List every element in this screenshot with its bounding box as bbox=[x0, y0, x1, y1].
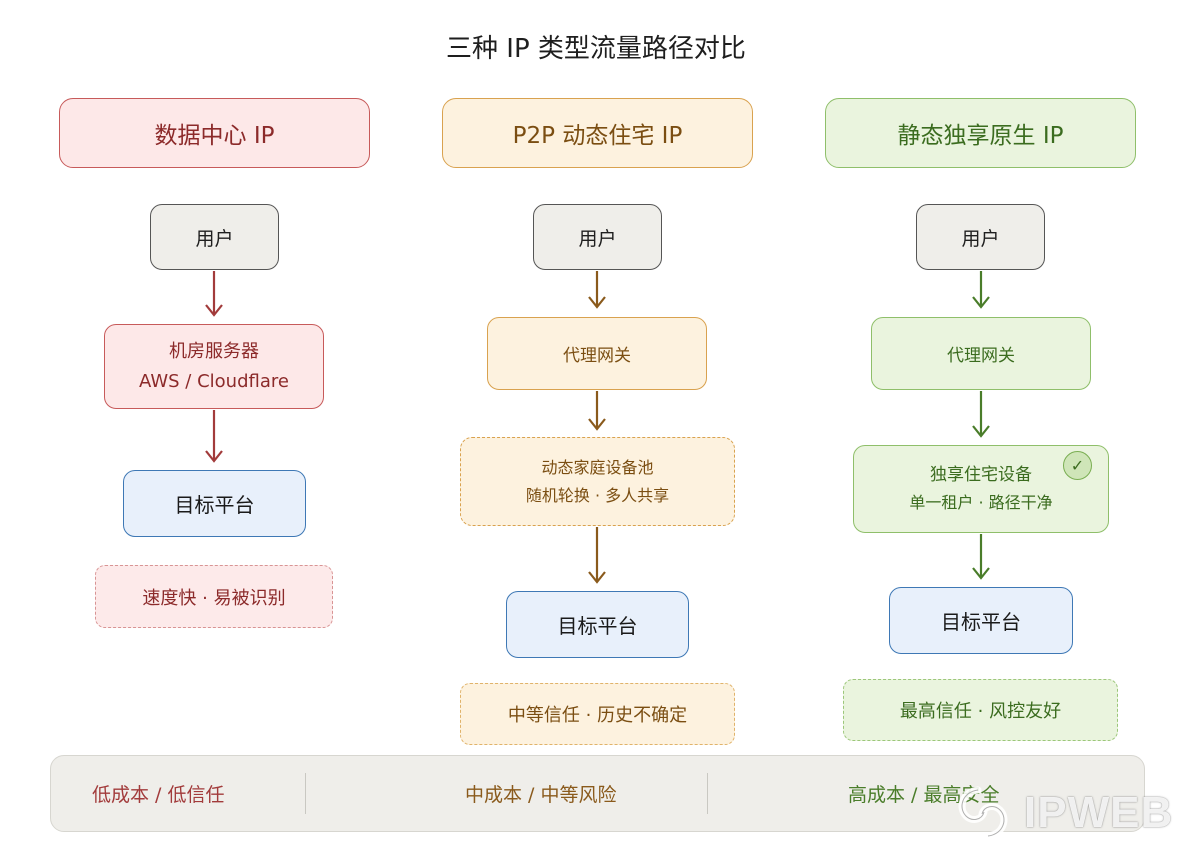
arrowhead bbox=[588, 418, 606, 431]
node-proxy-gateway-p2p: 代理网关 bbox=[487, 317, 707, 390]
node-user-datacenter: 用户 bbox=[150, 204, 279, 270]
node-target-label: 目标平台 bbox=[941, 610, 1021, 634]
node-server-room-sub: AWS / Cloudflare bbox=[139, 370, 289, 392]
node-device-pool-sub: 随机轮换 · 多人共享 bbox=[525, 485, 670, 505]
node-proxy-gateway-label: 代理网关 bbox=[563, 346, 631, 366]
diagram-title: 三种 IP 类型流量路径对比 bbox=[446, 34, 746, 64]
footer-divider bbox=[305, 773, 306, 814]
node-target-p2p: 目标平台 bbox=[506, 591, 689, 658]
footer-divider bbox=[707, 773, 708, 814]
node-user-label: 用户 bbox=[195, 227, 234, 250]
footer-item-low: 低成本 / 低信任 bbox=[92, 784, 225, 806]
watermark-logo-icon bbox=[958, 786, 1008, 840]
node-dynamic-device-pool: 动态家庭设备池 随机轮换 · 多人共享 bbox=[460, 437, 735, 526]
footer-item-mid: 中成本 / 中等风险 bbox=[465, 784, 617, 806]
note-datacenter-label: 速度快 · 易被识别 bbox=[142, 587, 286, 609]
node-proxy-gateway-static: 代理网关 bbox=[871, 317, 1091, 390]
node-user-label: 用户 bbox=[961, 227, 1000, 250]
arrowhead bbox=[972, 567, 990, 580]
arrows-datacenter bbox=[205, 271, 223, 463]
node-server-room-label: 机房服务器 bbox=[169, 340, 259, 362]
watermark-text: IPWEB bbox=[1024, 788, 1174, 837]
arrows-p2p bbox=[588, 271, 606, 584]
node-user-label: 用户 bbox=[578, 227, 617, 250]
node-target-label: 目标平台 bbox=[174, 493, 255, 517]
ipweb-watermark-logo: IPWEB bbox=[948, 780, 1184, 846]
node-user-static: 用户 bbox=[916, 204, 1045, 270]
header-static: 静态独享原生 IP bbox=[825, 98, 1136, 168]
header-datacenter: 数据中心 IP bbox=[59, 98, 370, 168]
node-proxy-gateway-label: 代理网关 bbox=[947, 346, 1015, 366]
note-p2p-label: 中等信任 · 历史不确定 bbox=[507, 705, 688, 726]
arrowhead bbox=[588, 296, 606, 309]
node-target-label: 目标平台 bbox=[557, 614, 638, 638]
header-p2p: P2P 动态住宅 IP bbox=[442, 98, 753, 168]
note-static-label: 最高信任 · 风控友好 bbox=[899, 701, 1062, 722]
header-p2p-label: P2P 动态住宅 IP bbox=[512, 123, 683, 149]
node-server-room: 机房服务器 AWS / Cloudflare bbox=[104, 324, 324, 409]
header-datacenter-label: 数据中心 IP bbox=[154, 123, 275, 149]
arrowhead bbox=[972, 425, 990, 438]
node-dedicated-device-sub: 单一租户 · 路径干净 bbox=[909, 493, 1053, 512]
node-target-static: 目标平台 bbox=[889, 587, 1073, 654]
node-target-datacenter: 目标平台 bbox=[123, 470, 306, 537]
arrows-static bbox=[972, 271, 990, 580]
check-icon: ✓ bbox=[1063, 451, 1092, 480]
arrowhead bbox=[972, 296, 990, 309]
node-user-p2p: 用户 bbox=[533, 204, 662, 270]
note-static: 最高信任 · 风控友好 bbox=[843, 679, 1118, 741]
note-datacenter: 速度快 · 易被识别 bbox=[95, 565, 333, 628]
cost-trust-footer bbox=[50, 755, 1145, 832]
header-static-label: 静态独享原生 IP bbox=[897, 123, 1064, 149]
note-p2p: 中等信任 · 历史不确定 bbox=[460, 683, 735, 745]
node-device-pool-label: 动态家庭设备池 bbox=[541, 457, 654, 477]
node-dedicated-device-label: 独享住宅设备 bbox=[930, 465, 1032, 485]
arrowhead bbox=[205, 450, 223, 463]
arrowhead bbox=[588, 571, 606, 584]
arrowhead bbox=[205, 304, 223, 317]
